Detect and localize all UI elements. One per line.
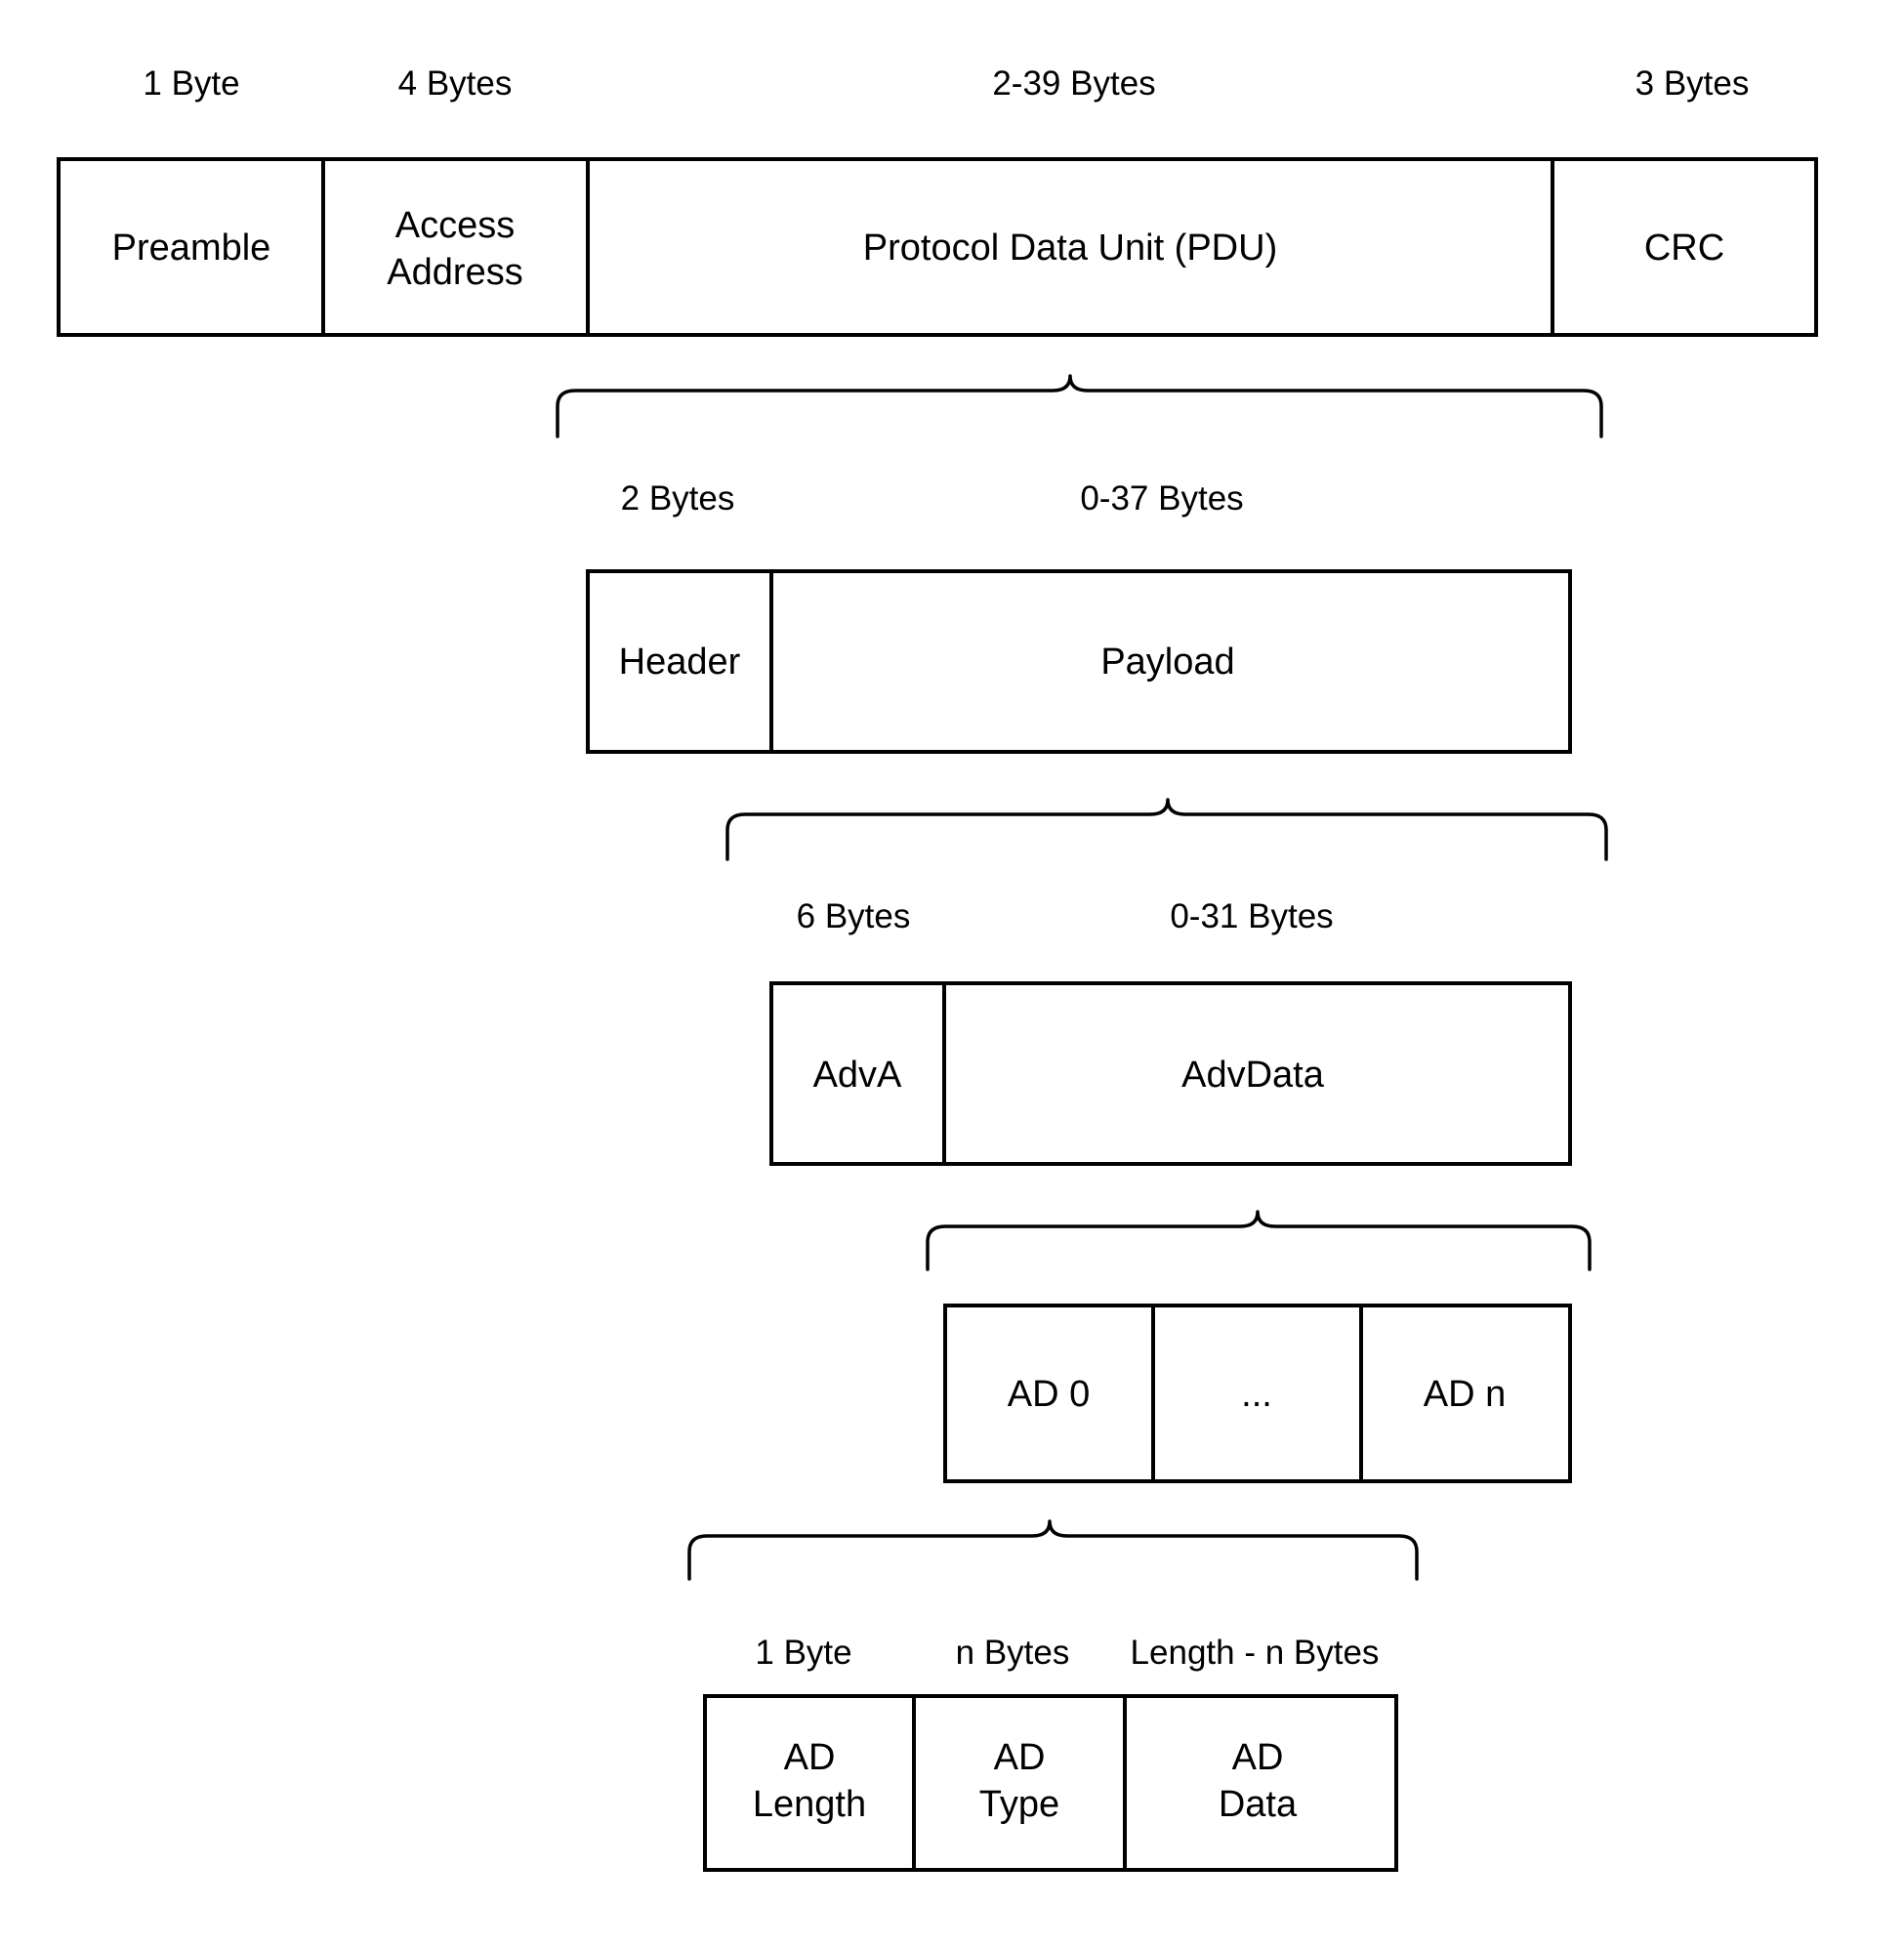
size-label-ad-length: 1 Byte <box>755 1634 851 1672</box>
ad-structure-box <box>703 1694 1398 1872</box>
level-2-pdu: 2 Bytes 0-37 Bytes Header Payload <box>586 479 1572 754</box>
field-label-payload: Payload <box>1100 642 1234 683</box>
field-label-access-address-line1: Access <box>395 205 515 246</box>
size-label-ad-data: Length - n Bytes <box>1131 1634 1380 1672</box>
level-3-payload: 6 Bytes 0-31 Bytes AdvA AdvData <box>769 897 1572 1166</box>
field-label-ad-length-line1: AD <box>784 1737 836 1778</box>
link-layer-packet-box <box>57 157 1818 337</box>
field-label-preamble: Preamble <box>112 228 271 269</box>
level-1-link-layer-packet: 1 Byte 4 Bytes 2-39 Bytes 3 Bytes Preamb… <box>57 64 1818 337</box>
field-label-access-address-line2: Address <box>387 252 522 293</box>
size-label-crc: 3 Bytes <box>1635 64 1750 103</box>
brace-ad-expand <box>687 1519 1419 1581</box>
field-label-ad-length-line2: Length <box>753 1784 866 1825</box>
size-label-access-address: 4 Bytes <box>398 64 513 103</box>
field-label-pdu: Protocol Data Unit (PDU) <box>863 228 1277 269</box>
level-4-advdata: AD 0 ... AD n <box>943 1304 1572 1483</box>
payload-box <box>769 981 1572 1166</box>
size-label-ad-type: n Bytes <box>956 1634 1070 1672</box>
pdu-box <box>586 569 1572 754</box>
field-label-ad-data-line2: Data <box>1219 1784 1298 1825</box>
field-label-crc: CRC <box>1644 228 1724 269</box>
size-label-advdata: 0-31 Bytes <box>1170 897 1333 935</box>
field-label-ad-data-line1: AD <box>1232 1737 1284 1778</box>
size-label-adva: 6 Bytes <box>797 897 911 935</box>
field-label-ad-type-line2: Type <box>979 1784 1059 1825</box>
level-5-ad-structure: 1 Byte n Bytes Length - n Bytes AD Lengt… <box>703 1634 1398 1872</box>
field-label-advdata: AdvData <box>1181 1055 1325 1096</box>
size-label-payload: 0-37 Bytes <box>1080 479 1243 518</box>
field-label-ad-0: AD 0 <box>1008 1374 1090 1415</box>
size-label-header: 2 Bytes <box>621 479 735 518</box>
field-label-ad-ellipsis: ... <box>1241 1374 1272 1415</box>
field-label-adva: AdvA <box>813 1055 902 1096</box>
brace-payload-expand <box>725 798 1608 861</box>
field-label-header: Header <box>619 642 741 683</box>
field-label-ad-type-line1: AD <box>994 1737 1046 1778</box>
brace-pdu-expand <box>556 374 1603 438</box>
brace-advdata-expand <box>926 1210 1592 1271</box>
advdata-box <box>943 1304 1572 1483</box>
size-label-pdu: 2-39 Bytes <box>992 64 1155 103</box>
size-label-preamble: 1 Byte <box>143 64 239 103</box>
field-label-ad-n: AD n <box>1424 1374 1506 1415</box>
